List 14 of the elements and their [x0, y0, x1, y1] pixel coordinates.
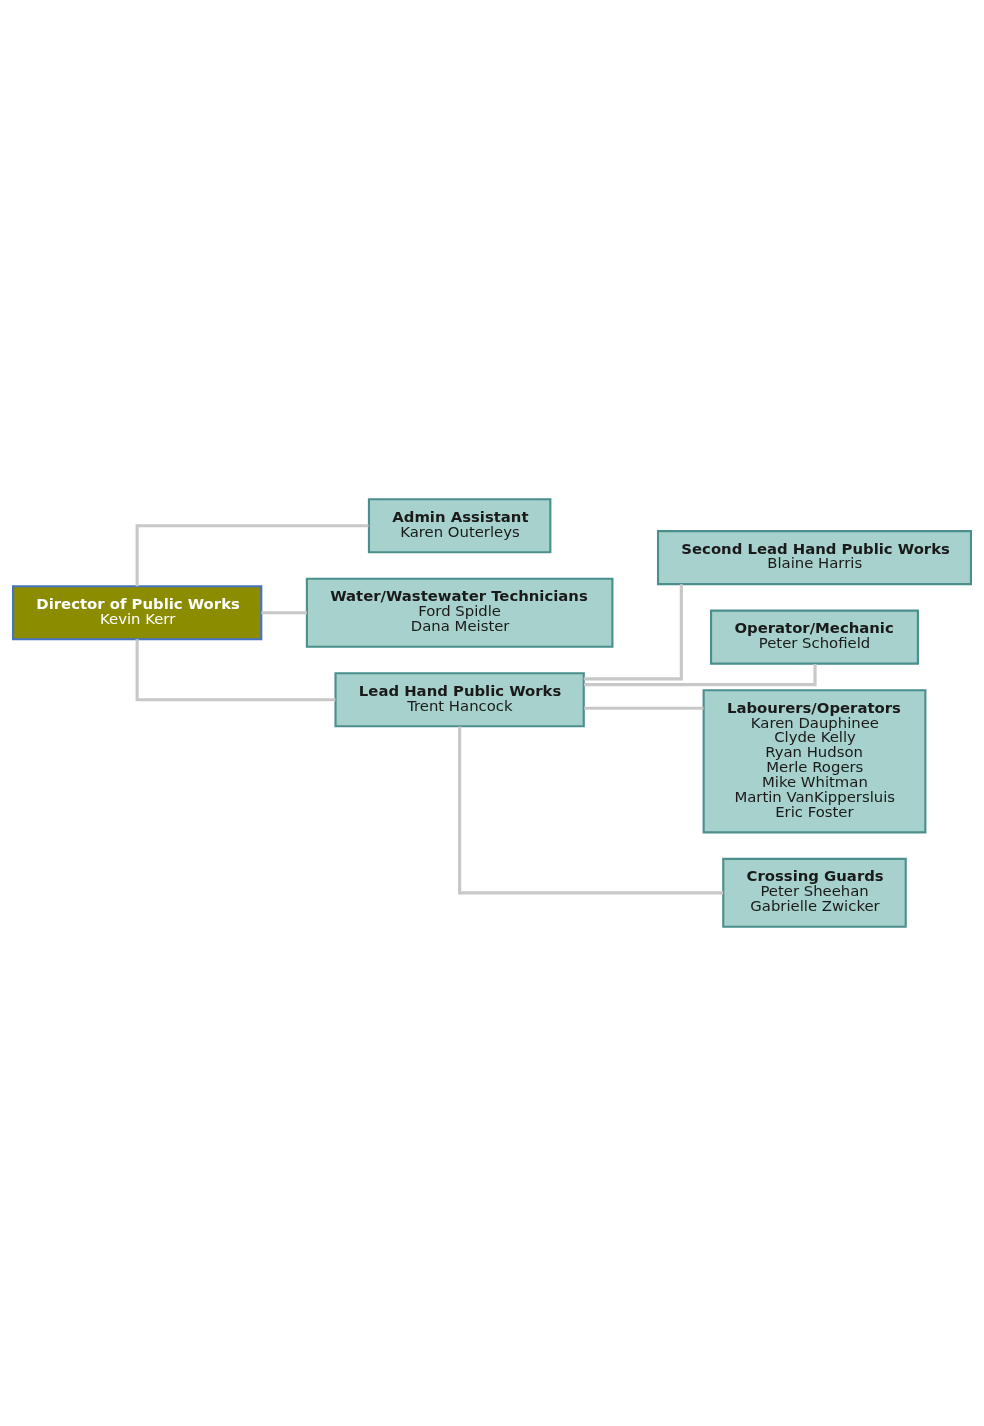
node-box: Labourers/Operators Karen Dauphinee Clyde Kelly Ryan Hudson Merle Rogers Mike Whitman Martin VanKippersluis Eric Foster [702, 689, 927, 834]
connector [135, 639, 336, 702]
connector [584, 706, 704, 710]
connector [261, 611, 307, 615]
connector [583, 584, 683, 681]
connector [135, 524, 369, 587]
node-box: Admin Assistant Karen Outerleys [367, 498, 552, 554]
node-box: Operator/Mechanic Peter Schofield [710, 609, 919, 665]
connector [458, 726, 724, 895]
node-box: Director of Public Works Kevin Kerr [11, 585, 263, 641]
node-box: Lead Hand Public Works Trent Hancock [334, 672, 585, 728]
node-box: Crossing Guards Peter Sheehan Gabrielle Zwicker [722, 857, 907, 928]
node-box: Second Lead Hand Public Works Blaine Harris [656, 530, 972, 586]
node-box: Water/Wastewater Technicians Ford Spidle Dana Meister [305, 577, 614, 648]
